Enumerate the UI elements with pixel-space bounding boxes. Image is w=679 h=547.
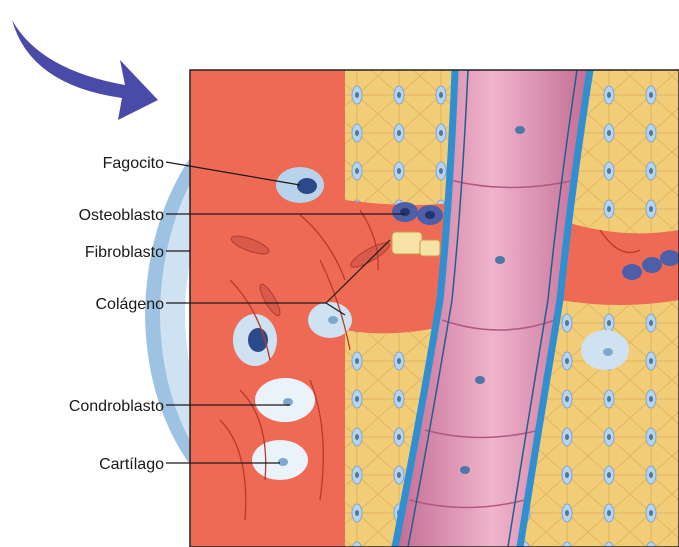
label-osteoblasto: Osteoblasto xyxy=(79,207,164,224)
curved-arrow-icon xyxy=(12,20,158,120)
label-cartilago: Cartílago xyxy=(99,456,164,473)
label-colageno: Colágeno xyxy=(96,296,165,313)
label-fagocito: Fagocito xyxy=(103,155,164,172)
label-fibroblasto: Fibroblasto xyxy=(85,244,164,261)
label-condroblasto: Condroblasto xyxy=(69,398,164,415)
